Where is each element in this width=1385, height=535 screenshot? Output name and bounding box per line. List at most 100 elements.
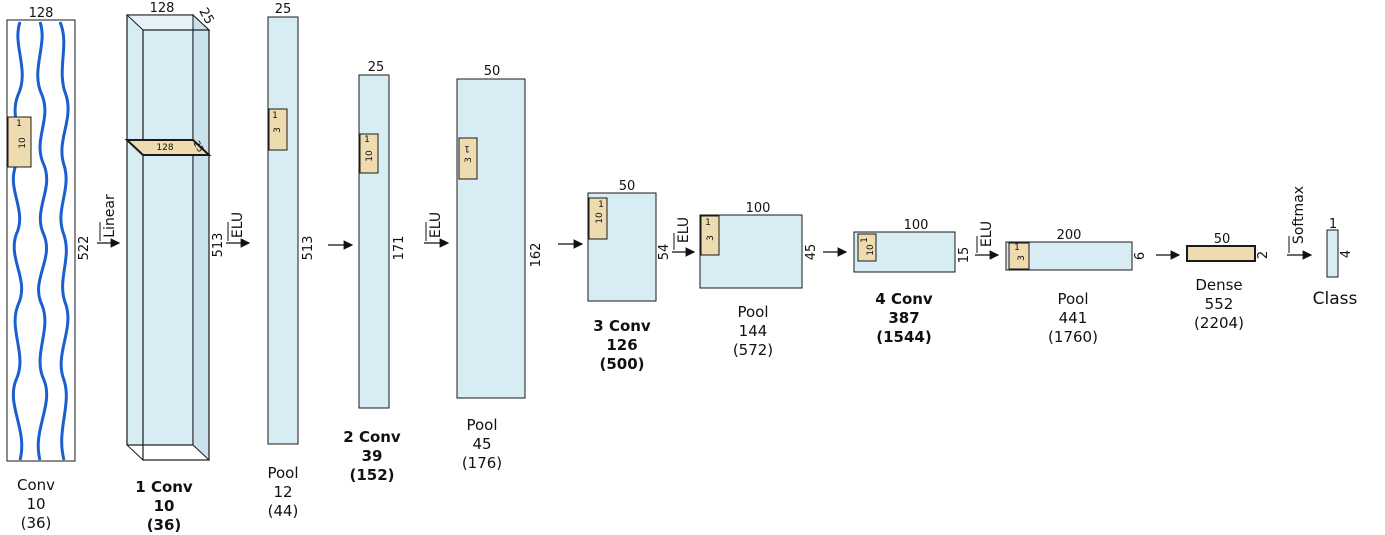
- dense-block: [1186, 245, 1256, 262]
- output-width-label: 1: [1329, 217, 1337, 232]
- input-caption-1: Conv: [17, 476, 55, 494]
- conv2-width-label: 25: [368, 60, 385, 75]
- pool2-height-label: 162: [529, 243, 544, 268]
- conv1-height-label: 513: [211, 233, 226, 258]
- pool1-block: [267, 16, 299, 445]
- activation-elu: ELU: [230, 212, 246, 238]
- pool4-caption-1: Pool: [1057, 290, 1088, 308]
- pool1-kernel: [268, 108, 288, 151]
- pool3-width-label: 100: [746, 201, 771, 216]
- dense-caption-1: Dense: [1195, 276, 1242, 294]
- output-caption: Class: [1313, 289, 1358, 309]
- pool4-caption-3: (1760): [1048, 328, 1098, 346]
- conv1-back-face: [142, 29, 210, 461]
- arrow-elu-4: ELU: [975, 221, 1000, 260]
- conv4-kernel-a: 1: [860, 237, 870, 243]
- pool1-caption-3: (44): [268, 502, 299, 520]
- pool3-height-label: 45: [804, 244, 819, 261]
- signal-trace-3: [58, 21, 70, 461]
- signal-trace-1: [11, 21, 24, 461]
- conv1-slice-width: 128: [156, 143, 173, 153]
- conv1-depth-label: 25: [195, 5, 216, 27]
- pool2-layer: 1 3 50 162 Pool 45 (176): [456, 64, 544, 472]
- pool1-caption-1: Pool: [267, 464, 298, 482]
- input-kernel-b: 10: [18, 137, 28, 149]
- conv3-width-label: 50: [619, 179, 636, 194]
- pool3-kernel-a: 1: [705, 218, 711, 228]
- activation-elu: ELU: [979, 221, 995, 247]
- conv3-caption-1: 3 Conv: [593, 317, 651, 335]
- conv3-height-label: 54: [657, 244, 672, 261]
- pool1-height-label: 513: [301, 236, 316, 261]
- arrow-linear: Linear: [97, 194, 121, 248]
- input-width-label: 128: [29, 6, 54, 21]
- dense-caption-2: 552: [1205, 295, 1234, 313]
- pool2-caption-2: 45: [472, 435, 491, 453]
- pool1-layer: 1 3 25 513 Pool 12 (44): [267, 2, 316, 520]
- conv2-layer: 1 10 25 171 2 Conv 39 (152): [343, 60, 407, 484]
- pool4-kernel-b: 3: [1017, 255, 1027, 261]
- activation-elu: ELU: [676, 217, 692, 243]
- output-layer: 1 4 Class: [1313, 217, 1358, 309]
- dense-height-label: 2: [1256, 251, 1271, 259]
- pool3-caption-2: 144: [739, 322, 768, 340]
- conv1-layer: 128 25 128 25 513 1 Conv 10 (36): [124, 1, 226, 534]
- input-kernel: [7, 116, 32, 168]
- conv4-layer: 1 10 100 15 4 Conv 387 (1544): [853, 218, 972, 346]
- pool2-kernel-a: 1: [464, 143, 470, 153]
- pool2-block: [456, 78, 526, 399]
- pool3-kernel-b: 3: [706, 235, 716, 241]
- pool4-caption-2: 441: [1059, 309, 1088, 327]
- output-block: [1326, 229, 1339, 278]
- conv2-caption-2: 39: [362, 447, 383, 465]
- pool2-caption-1: Pool: [466, 416, 497, 434]
- conv2-height-label: 171: [392, 236, 407, 261]
- conv1-edge: [126, 444, 144, 461]
- signal-trace-2: [36, 21, 49, 461]
- activation-softmax: Softmax: [1291, 186, 1307, 244]
- conv1-caption-1: 1 Conv: [135, 478, 193, 496]
- output-height-label: 4: [1339, 250, 1354, 258]
- pool4-width-label: 200: [1057, 228, 1082, 243]
- conv4-caption-2: 387: [888, 309, 919, 327]
- pool4-layer: 1 3 200 6 Pool 441 (1760): [1005, 228, 1148, 346]
- arrow-elu-3: ELU: [672, 217, 696, 257]
- conv4-caption-1: 4 Conv: [875, 290, 933, 308]
- arrow-softmax: Softmax: [1287, 186, 1313, 260]
- dense-layer: 50 2 Dense 552 (2204): [1186, 232, 1271, 332]
- pool2-kernel: [458, 137, 478, 180]
- pool4-kernel-a: 1: [1014, 243, 1020, 253]
- pool4-height-label: 6: [1133, 252, 1148, 260]
- pool3-caption-1: Pool: [737, 303, 768, 321]
- conv4-caption-3: (1544): [876, 328, 931, 346]
- activation-linear: Linear: [102, 194, 118, 238]
- dense-caption-3: (2204): [1194, 314, 1244, 332]
- conv2-kernel-a: 1: [364, 135, 370, 145]
- conv4-kernel-b: 10: [866, 244, 876, 256]
- arrow-elu-1: ELU: [226, 212, 251, 248]
- conv2-caption-3: (152): [349, 466, 394, 484]
- conv1-kernel-slice: [124, 139, 212, 156]
- pool4-kernel: [1008, 242, 1030, 270]
- conv2-block: [358, 74, 390, 409]
- conv3-kernel-a: 1: [598, 200, 604, 210]
- conv2-kernel: [359, 133, 379, 174]
- pool1-kernel-b: 3: [273, 127, 283, 133]
- conv1-caption-2: 10: [154, 497, 175, 515]
- conv3-caption-2: 126: [606, 336, 637, 354]
- pool2-width-label: 50: [484, 64, 501, 79]
- pool2-caption-3: (176): [462, 454, 502, 472]
- input-caption-2: 10: [26, 495, 45, 513]
- input-kernel-a: 1: [16, 119, 22, 129]
- pool3-layer: 1 3 100 45 Pool 144 (572): [699, 201, 819, 359]
- conv3-kernel-b: 10: [595, 212, 605, 224]
- activation-elu: ELU: [428, 212, 444, 238]
- conv4-kernel: [857, 233, 877, 262]
- input-height-label: 522: [77, 236, 92, 261]
- pool3-kernel: [700, 215, 720, 256]
- conv1-caption-3: (36): [147, 516, 182, 534]
- pool3-caption-3: (572): [733, 341, 773, 359]
- conv1-front-face: [126, 14, 194, 446]
- conv3-kernel: [588, 197, 608, 240]
